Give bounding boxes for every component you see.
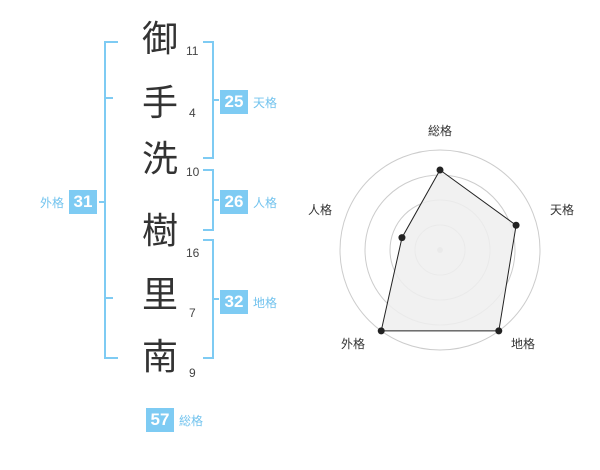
jinkaku-bracket (203, 169, 214, 231)
soukaku-value: 57 (146, 408, 174, 432)
soukaku-label: 総格 (179, 413, 204, 428)
gaikaku-label: 外格 (40, 195, 65, 210)
chikaku-bracket (203, 239, 214, 359)
gaikaku-bracket (104, 41, 118, 359)
stroke-count-1: 11 (186, 44, 199, 58)
chikaku-value: 32 (220, 290, 248, 314)
jinkaku-badge: 26 人格 (220, 190, 277, 214)
radar-point-4 (377, 327, 385, 335)
stroke-count-5: 7 (189, 306, 196, 320)
tenkaku-bracket (203, 41, 214, 159)
jinkaku-label: 人格 (253, 195, 278, 210)
name-char-4: 樹 (141, 211, 178, 252)
name-char-2: 手 (141, 83, 178, 124)
name-char-5: 里 (141, 275, 178, 316)
radar-label-chikaku: 地格 (511, 337, 536, 351)
radar-data-polygon (380, 169, 517, 332)
tenkaku-badge: 25 天格 (220, 90, 277, 114)
radar-chart (339, 149, 541, 351)
name-char-1: 御 (141, 19, 178, 60)
radar-point-3 (495, 327, 503, 335)
radar-label-jinkaku: 人格 (308, 203, 333, 217)
tenkaku-value: 25 (220, 90, 248, 114)
radar-ring-4 (339, 149, 541, 351)
name-char-6: 南 (141, 337, 178, 378)
stroke-count-2: 4 (189, 106, 196, 120)
stroke-count-4: 16 (186, 246, 200, 260)
tenkaku-label: 天格 (253, 95, 278, 110)
radar-point-5 (398, 234, 406, 242)
stroke-count-3: 10 (186, 165, 200, 179)
soukaku-badge: 57 総格 (146, 408, 203, 432)
gaikaku-badge: 外格 31 (40, 190, 98, 214)
radar-label-tenkaku: 天格 (550, 203, 575, 217)
radar-point-2 (512, 221, 520, 229)
name-char-3: 洗 (141, 139, 178, 180)
gaikaku-value: 31 (69, 190, 98, 214)
radar-point-1 (436, 166, 444, 174)
radar-label-soukaku: 総格 (428, 124, 453, 138)
chikaku-badge: 32 地格 (220, 290, 277, 314)
bracket-lines (99, 41, 219, 359)
chikaku-label: 地格 (253, 295, 278, 310)
jinkaku-value: 26 (220, 190, 248, 214)
radar-label-gaikaku: 外格 (341, 337, 366, 351)
stroke-count-6: 9 (189, 366, 196, 380)
